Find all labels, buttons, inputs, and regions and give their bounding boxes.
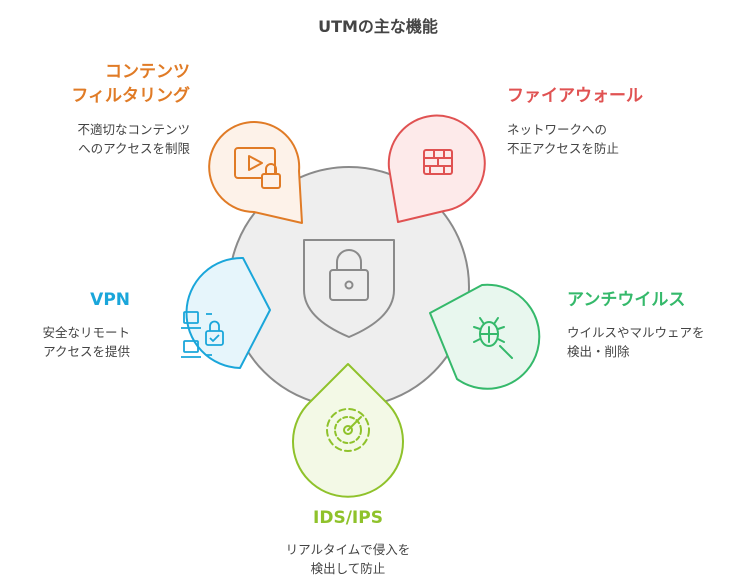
antivirus-pin [429, 283, 541, 390]
content-filtering-pin [208, 121, 303, 224]
feature-desc-firewall: ネットワークへの 不正アクセスを防止 [507, 122, 619, 156]
bug-search-icon [473, 317, 513, 359]
feature-desc-vpn: 安全なリモート アクセスを提供 [42, 325, 130, 359]
feature-title-ids-ips: IDS/IPS [313, 508, 383, 528]
diagram-title: UTMの主な機能 [318, 17, 438, 36]
vpn-pin [181, 256, 271, 369]
feature-title-firewall: ファイアウォール [507, 86, 643, 106]
shield-lock-icon [303, 239, 395, 338]
feature-desc-content-filtering: 不適切なコンテンツ へのアクセスを制限 [77, 122, 190, 156]
firewall-pin [387, 114, 486, 223]
feature-title-content-filtering: コンテンツ フィルタリング [71, 62, 190, 106]
devices-lock-icon [181, 311, 224, 358]
ids-ips-pin [292, 363, 404, 498]
feature-title-vpn: VPN [90, 290, 130, 310]
radar-icon [326, 408, 370, 452]
feature-desc-antivirus: ウイルスやマルウェアを 検出・削除 [567, 325, 705, 359]
feature-title-antivirus: アンチウイルス [567, 290, 686, 310]
feature-desc-ids-ips: リアルタイムで侵入を 検出して防止 [285, 542, 411, 576]
video-lock-icon [234, 147, 281, 189]
firewall-icon [423, 149, 453, 175]
